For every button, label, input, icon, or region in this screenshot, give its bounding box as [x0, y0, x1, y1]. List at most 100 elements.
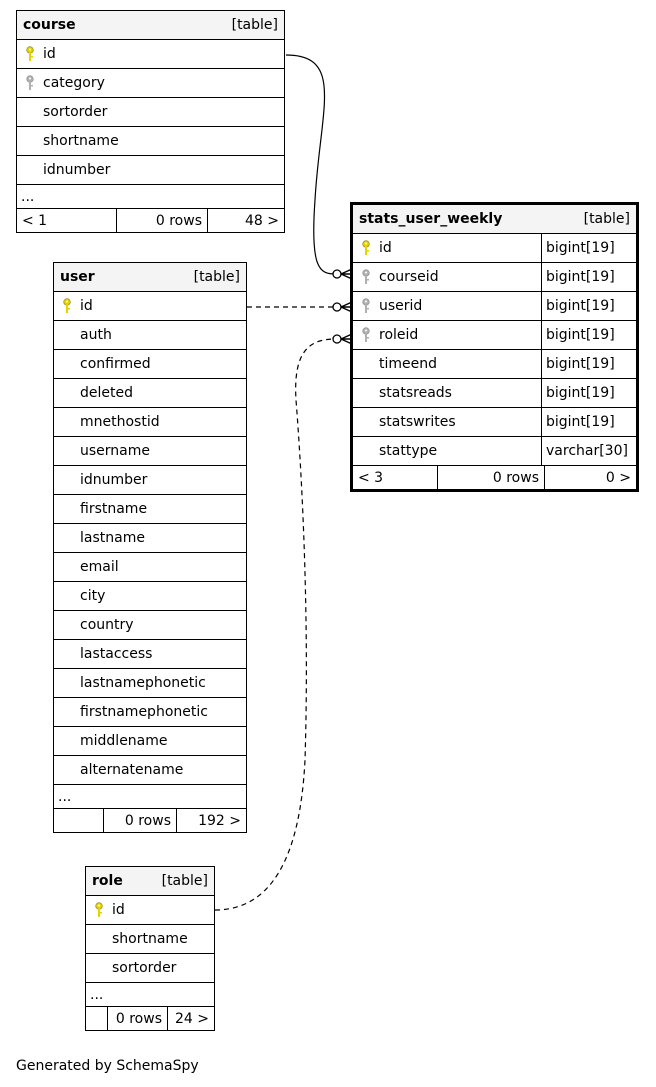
- table-footer: < 1 0 rows 48 >: [17, 209, 284, 232]
- column-row-middlename[interactable]: middlename: [54, 727, 246, 756]
- children-link[interactable]: 48 >: [245, 212, 279, 229]
- column-row-alternatename[interactable]: alternatename: [54, 756, 246, 785]
- parents-link[interactable]: < 1: [17, 209, 117, 232]
- column-row-auth[interactable]: auth: [54, 321, 246, 350]
- column-type: bigint[19]: [541, 263, 636, 291]
- table-footer: 0 rows 24 >: [86, 1007, 214, 1030]
- column-row-id[interactable]: id: [54, 292, 246, 321]
- column-name: city: [80, 588, 106, 604]
- table-kind: [table]: [193, 269, 240, 285]
- children-link[interactable]: 0 >: [605, 469, 631, 486]
- column-row-id[interactable]: id bigint[19]: [353, 234, 636, 263]
- column-name: id: [379, 240, 392, 256]
- table-name: user: [60, 269, 95, 285]
- connector-role-roleid: [214, 338, 337, 911]
- primary-key-icon: [362, 240, 370, 255]
- table-header: role [table]: [86, 867, 214, 896]
- column-name: firstname: [80, 501, 148, 517]
- children-link[interactable]: 24 >: [175, 1010, 209, 1027]
- foreign-key-icon: [26, 75, 34, 90]
- primary-key-icon: [26, 46, 34, 61]
- column-row-category[interactable]: category: [17, 69, 284, 98]
- row-count: 0 rows: [117, 209, 208, 232]
- column-name: id: [112, 902, 125, 918]
- column-name: shortname: [112, 931, 188, 947]
- column-name: timeend: [379, 356, 438, 372]
- column-name: sortorder: [112, 960, 177, 976]
- row-count: 0 rows: [104, 809, 177, 832]
- column-row-userid[interactable]: userid bigint[19]: [353, 292, 636, 321]
- column-name: courseid: [379, 269, 439, 285]
- column-name: username: [80, 443, 150, 459]
- row-count: 0 rows: [438, 466, 545, 489]
- table-header: user [table]: [54, 263, 246, 292]
- column-row-id[interactable]: id: [86, 896, 214, 925]
- column-name: firstnamephonetic: [80, 704, 208, 720]
- children-link[interactable]: 192 >: [198, 812, 241, 829]
- parents-link[interactable]: < 3: [353, 466, 438, 489]
- column-name: lastaccess: [80, 646, 153, 662]
- column-name: roleid: [379, 327, 419, 343]
- column-row-username[interactable]: username: [54, 437, 246, 466]
- column-name: statsreads: [379, 385, 452, 401]
- column-row-firstnamephonetic[interactable]: firstnamephonetic: [54, 698, 246, 727]
- parents-link[interactable]: [86, 1007, 108, 1030]
- table-name: role: [92, 873, 123, 889]
- table-header: stats_user_weekly [table]: [353, 205, 636, 234]
- column-name: auth: [80, 327, 112, 343]
- column-row-lastname[interactable]: lastname: [54, 524, 246, 553]
- column-row-lastaccess[interactable]: lastaccess: [54, 640, 246, 669]
- column-name: lastnamephonetic: [80, 675, 206, 691]
- table-kind: [table]: [161, 873, 208, 889]
- column-type: bigint[19]: [541, 321, 636, 349]
- column-row-courseid[interactable]: courseid bigint[19]: [353, 263, 636, 292]
- column-row-shortname[interactable]: shortname: [86, 925, 214, 954]
- column-name: userid: [379, 298, 423, 314]
- column-row-timeend[interactable]: timeend bigint[19]: [353, 350, 636, 379]
- column-row-idnumber[interactable]: idnumber: [54, 466, 246, 495]
- primary-key-icon: [95, 902, 103, 917]
- column-row-sortorder[interactable]: sortorder: [86, 954, 214, 983]
- foreign-key-icon: [362, 269, 370, 284]
- column-row-id[interactable]: id: [17, 40, 284, 69]
- table-footer: < 3 0 rows 0 >: [353, 466, 636, 489]
- column-row-firstname[interactable]: firstname: [54, 495, 246, 524]
- column-row-statsreads[interactable]: statsreads bigint[19]: [353, 379, 636, 408]
- column-type: bigint[19]: [541, 292, 636, 320]
- parents-link[interactable]: [54, 809, 104, 832]
- column-type: bigint[19]: [541, 350, 636, 378]
- column-row-sortorder[interactable]: sortorder: [17, 98, 284, 127]
- column-name: idnumber: [43, 162, 111, 178]
- column-name: alternatename: [80, 762, 184, 778]
- column-row-confirmed[interactable]: confirmed: [54, 350, 246, 379]
- column-row-email[interactable]: email: [54, 553, 246, 582]
- column-row-lastnamephonetic[interactable]: lastnamephonetic: [54, 669, 246, 698]
- column-row-mnethostid[interactable]: mnethostid: [54, 408, 246, 437]
- column-row-roleid[interactable]: roleid bigint[19]: [353, 321, 636, 350]
- column-row-idnumber[interactable]: idnumber: [17, 156, 284, 185]
- table-name: stats_user_weekly: [359, 211, 503, 227]
- column-type: bigint[19]: [541, 234, 636, 262]
- more-columns: ...: [17, 185, 284, 209]
- column-row-city[interactable]: city: [54, 582, 246, 611]
- column-row-deleted[interactable]: deleted: [54, 379, 246, 408]
- table-footer: 0 rows 192 >: [54, 809, 246, 832]
- column-name: id: [80, 298, 93, 314]
- generated-by-footer: Generated by SchemaSpy: [16, 1058, 199, 1074]
- column-name: deleted: [80, 385, 133, 401]
- connector-course-courseid: [285, 54, 337, 275]
- column-name: shortname: [43, 133, 119, 149]
- column-type: bigint[19]: [541, 379, 636, 407]
- column-name: id: [43, 46, 56, 62]
- table-user[interactable]: user [table] id auth confirmed deleted mneth…: [53, 262, 247, 833]
- column-row-shortname[interactable]: shortname: [17, 127, 284, 156]
- column-row-country[interactable]: country: [54, 611, 246, 640]
- more-columns: ...: [54, 785, 246, 809]
- table-kind: [table]: [583, 211, 630, 227]
- column-name: country: [80, 617, 134, 633]
